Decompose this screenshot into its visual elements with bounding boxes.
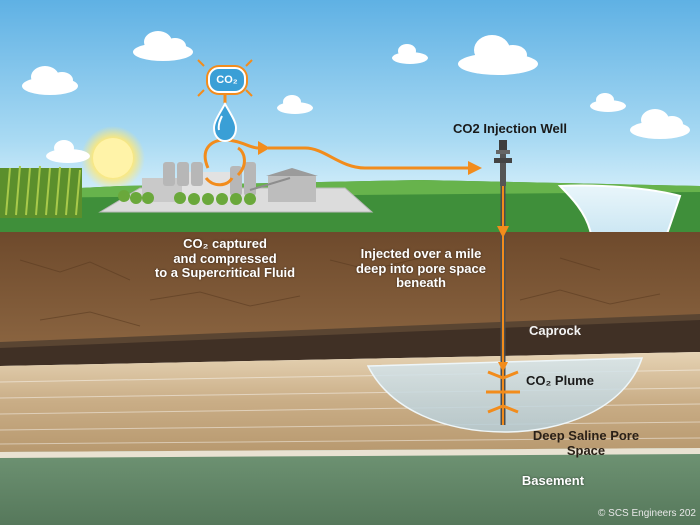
- soil-cracks: [19, 257, 661, 327]
- cloud-icon: [630, 109, 690, 139]
- corn-field: [0, 165, 82, 218]
- basement-layer: [0, 448, 700, 525]
- cloud-icon: [458, 35, 538, 75]
- co2-badge: CO₂: [208, 67, 246, 93]
- caprock-layer: [0, 318, 700, 366]
- injection-well-icon: [494, 140, 512, 425]
- label-capture: CO₂ captured and compressed to a Supercr…: [154, 236, 296, 281]
- cloud-icon: [46, 140, 90, 163]
- cloud-icon: [133, 31, 193, 61]
- copyright-credit: © SCS Engineers 202: [598, 508, 696, 519]
- basement-top: [0, 448, 700, 458]
- sun-core: [93, 138, 133, 178]
- soil-layer: [0, 232, 700, 346]
- label-saline: Deep Saline Pore Space: [532, 428, 640, 458]
- plume-arrows: [486, 370, 520, 414]
- cloud-icon: [392, 44, 428, 64]
- cloud-icon: [22, 66, 78, 95]
- flow-arrow-icon: [203, 93, 468, 187]
- diagram-title: CO2 Injection Well: [453, 121, 567, 136]
- label-basement: Basement: [521, 473, 585, 488]
- label-injected: Injected over a mile deep into pore spac…: [355, 246, 487, 291]
- trees: [118, 190, 256, 205]
- water-drop-shine: [217, 115, 223, 131]
- cloud-icon: [590, 93, 626, 112]
- label-caprock: Caprock: [528, 323, 582, 338]
- caprock-top: [0, 314, 700, 348]
- arrow-heads: [258, 141, 509, 372]
- label-plume: CO₂ Plume: [526, 373, 594, 388]
- cloud-icon: [277, 95, 313, 114]
- water-drop-icon: [212, 102, 238, 143]
- co2-molecule-icon: [197, 59, 253, 97]
